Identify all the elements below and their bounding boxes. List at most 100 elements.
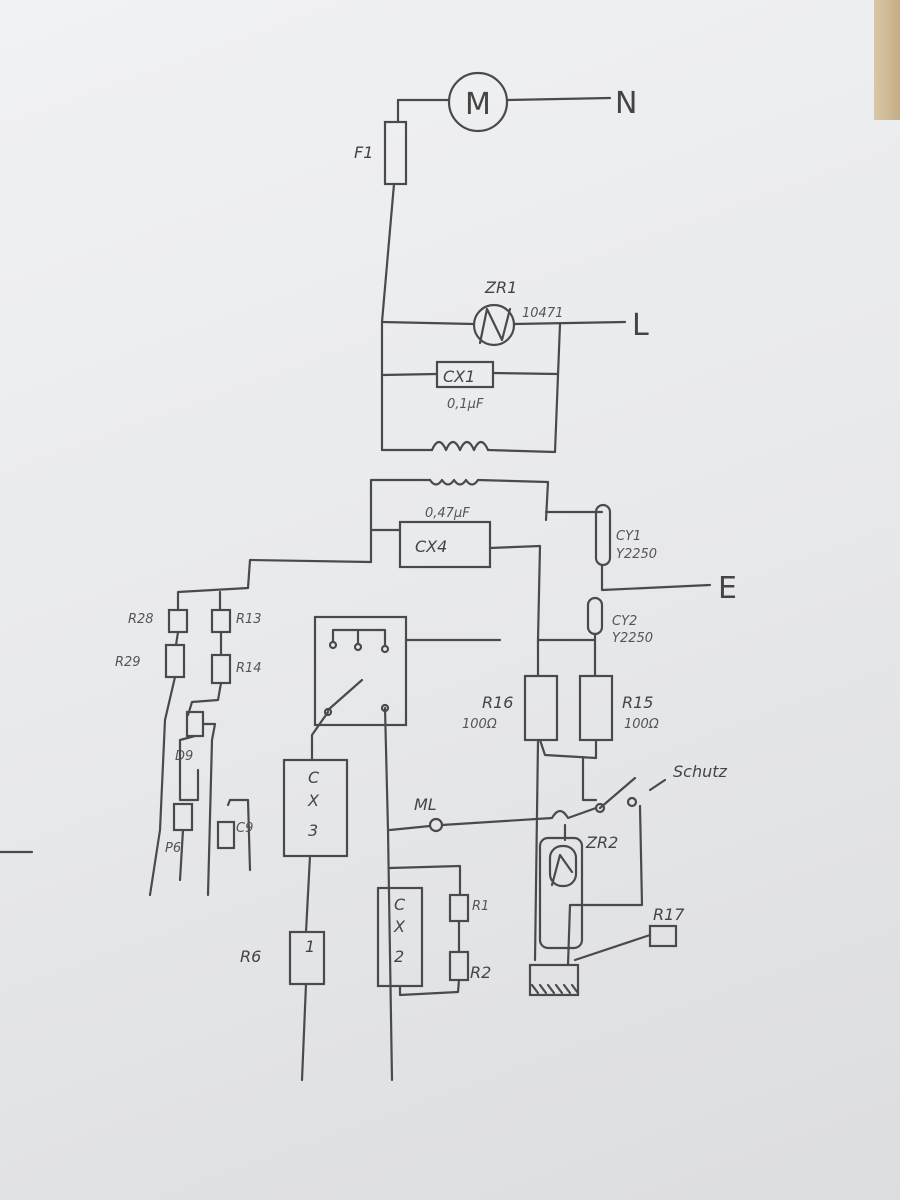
contactor-feed-wire	[581, 755, 598, 802]
cx1-wires	[380, 371, 560, 377]
zr1-varistor-mark	[478, 307, 512, 345]
contactor-label: Schutz	[673, 762, 728, 781]
cx4-label: CX4	[415, 537, 447, 556]
r2-label: R2	[470, 963, 491, 982]
motor-feed-wire	[396, 98, 451, 124]
inductor2-left-wire	[369, 478, 432, 564]
d9-component	[185, 710, 205, 738]
cy1-value-label: Y2250	[616, 547, 657, 562]
cy1-capacitor	[594, 503, 612, 567]
zr1-code-label: 10471	[522, 306, 563, 321]
r16-resistor	[523, 674, 559, 742]
inductor1-right-wire	[486, 448, 557, 454]
zr2-housing	[538, 836, 584, 950]
ml-right-wire	[440, 806, 598, 827]
contactor-contact	[626, 796, 638, 808]
p6-label: P6	[165, 841, 181, 856]
cx3-label-x: X	[307, 791, 320, 810]
r29-resistor	[164, 643, 186, 679]
cx4-capacitor	[398, 520, 492, 569]
r13-label: R13	[236, 612, 262, 627]
r6-bottom-wire	[300, 982, 308, 1082]
r14-d9-wire	[186, 681, 223, 717]
motor-label: M	[465, 87, 491, 122]
cx1-value-label: 0,1µF	[447, 397, 484, 412]
r1-resistor	[448, 893, 470, 923]
neutral-label: N	[615, 86, 637, 121]
mid-right-wire	[536, 544, 542, 642]
zr2-label: ZR2	[585, 833, 618, 852]
fuse-f1-label: F1	[354, 143, 373, 162]
r17-resistor	[648, 924, 678, 948]
cx2-label-x: X	[393, 917, 406, 936]
r29-label: R29	[115, 655, 141, 670]
cx1-capacitor	[435, 360, 495, 389]
r28-label: R28	[128, 612, 154, 627]
contactor-label-pointer	[648, 778, 667, 792]
earth-label: E	[718, 571, 737, 606]
zr1-label: ZR1	[484, 278, 517, 297]
r14-label: R14	[236, 661, 262, 676]
relay-internal-wiring	[326, 628, 387, 712]
cy2-label: CY2	[612, 614, 637, 629]
relay-terminal-4	[323, 707, 333, 717]
bottom-terminal-block	[528, 963, 580, 997]
neutral-wire	[505, 96, 612, 102]
r17-label: R17	[653, 905, 685, 924]
r15-label: R15	[622, 693, 653, 712]
cx4-right-wire	[488, 544, 542, 550]
cx3-capacitor	[282, 758, 349, 858]
cx3-label-num: 3	[308, 821, 318, 840]
r13-resistor	[210, 608, 232, 634]
cy2-value-label: Y2250	[612, 631, 653, 646]
relay-left-drop-wire	[310, 710, 330, 762]
r28-resistor	[167, 608, 189, 634]
relay-block	[313, 615, 408, 727]
fuse-f1	[383, 120, 408, 186]
inductor-1	[430, 440, 490, 452]
r15-resistor	[578, 674, 614, 742]
cx4-value-label: 0,47µF	[425, 506, 470, 521]
p6-component	[172, 802, 194, 832]
motor-symbol	[447, 71, 509, 133]
r14-resistor	[210, 653, 232, 685]
cx1-label: CX1	[443, 367, 475, 386]
contactor-return-wire	[568, 804, 644, 907]
r1-label: R1	[472, 899, 489, 914]
d9-right-wire	[201, 722, 217, 897]
ml-label: ML	[414, 795, 437, 814]
cx3-label-c: C	[308, 768, 320, 787]
line-wire	[512, 320, 627, 326]
main-bus-wire	[380, 182, 396, 452]
ml-left-wire	[388, 824, 432, 832]
zr2-varistor	[548, 844, 578, 888]
desk-edge	[874, 0, 900, 120]
cx2-top-wire	[388, 864, 462, 897]
r16-label: R16	[482, 693, 513, 712]
r15-value-label: 100Ω	[624, 717, 659, 732]
r2-resistor	[448, 950, 470, 982]
r15-r16-join-wire	[538, 738, 598, 760]
cx2-label-c: C	[394, 895, 406, 914]
r6-label: R6	[240, 947, 261, 966]
c9-label: C9	[236, 821, 253, 836]
zr2-side-wires	[533, 738, 652, 967]
d9-p6-wire	[178, 734, 200, 802]
zr2-varistor-mark	[550, 853, 574, 887]
cx3-r6-wire	[304, 854, 312, 934]
line-label: L	[632, 308, 649, 343]
left-feed-wire	[176, 558, 373, 612]
cy2-bottom-wire	[536, 632, 597, 678]
cy2-capacitor	[586, 596, 604, 636]
right-bus-wire	[553, 322, 562, 454]
cx2-label-num: 2	[394, 947, 404, 966]
inductor-2	[428, 478, 480, 486]
relay-right-drop-wire	[383, 706, 394, 1082]
zr1-left-wire	[380, 320, 476, 326]
d9-label: D9	[175, 749, 193, 764]
left-drop-wire-1	[148, 675, 177, 897]
r-ladder-mid-wires	[174, 630, 223, 657]
terminal-block-hatching	[530, 983, 580, 995]
